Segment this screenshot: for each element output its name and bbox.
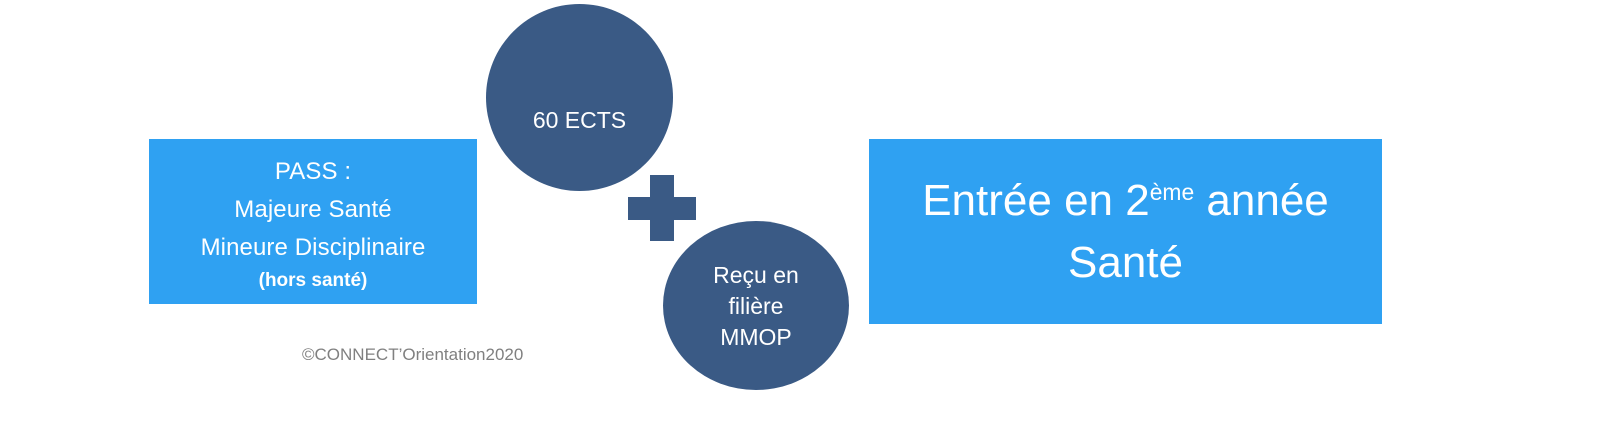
result-box-line-2: Santé (1068, 237, 1183, 287)
result-box-superscript: ème (1149, 179, 1195, 206)
result-box-prefix: Entrée en 2 (922, 175, 1150, 225)
pass-box-line-3: Mineure Disciplinaire (200, 234, 426, 261)
result-box-suffix: année (1194, 175, 1329, 225)
pass-box: PASS : Majeure Santé Mineure Disciplinai… (149, 139, 477, 304)
pass-box-line-1: PASS : (274, 158, 352, 185)
copyright-text: ©CONNECT’Orientation2020 (302, 345, 524, 364)
ects-circle-label: 60 ECTS (532, 106, 627, 133)
plus-sign-icon (628, 175, 696, 241)
mmop-circle-line-2: filière (728, 293, 784, 319)
ects-circle: 60 ECTS (486, 4, 673, 191)
result-box: Entrée en 2ème année Santé (869, 139, 1382, 324)
mmop-circle: Reçu en filière MMOP (663, 221, 849, 390)
mmop-circle-line-1: Reçu en (713, 262, 799, 288)
mmop-circle-line-3: MMOP (720, 324, 792, 350)
pass-box-line-2: Majeure Santé (234, 196, 392, 223)
plus-vertical-bar (650, 175, 674, 241)
result-box-line-1: Entrée en 2ème année (922, 170, 1329, 232)
mmop-circle-label: Reçu en filière MMOP (713, 260, 799, 353)
pass-box-line-4: (hors santé) (258, 270, 368, 291)
